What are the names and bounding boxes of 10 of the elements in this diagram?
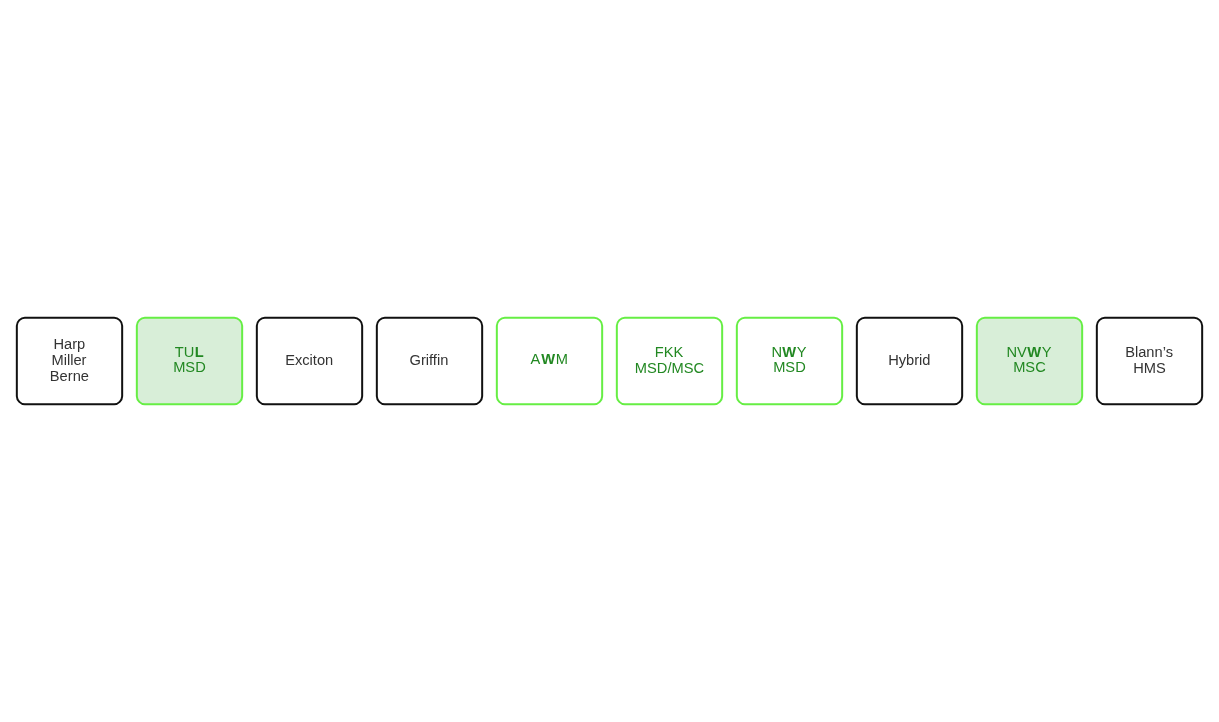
node-box: NVWY MSC (975, 316, 1084, 406)
node-box: TUL MSD (135, 316, 244, 406)
node-box: AWM (495, 316, 604, 406)
node-box: Exciton (255, 316, 364, 406)
node-box: Griffin (375, 316, 484, 406)
node-box: Harp Miller Berne (15, 316, 124, 406)
node-box: NWY MSD (735, 316, 844, 406)
node-box: FKK MSD/MSC (615, 316, 724, 406)
node-box: Blann’s HMS (1095, 316, 1204, 406)
node-box: Hybrid (855, 316, 964, 406)
